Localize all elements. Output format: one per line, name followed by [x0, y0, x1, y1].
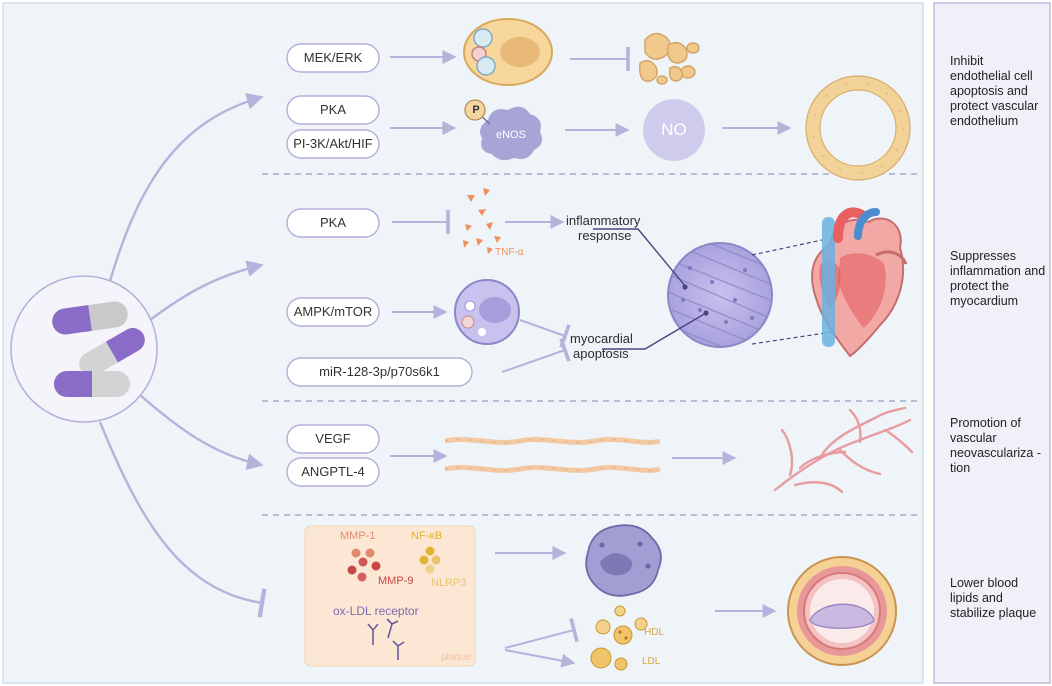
ox-ldl-receptor-label: ox-LDL receptor: [333, 604, 419, 618]
enos-label: eNOS: [496, 129, 526, 141]
macrophage-icon: [585, 524, 662, 597]
pill-pka-2: [286, 208, 380, 238]
tnf-alpha-icon: [463, 188, 501, 254]
pathway-pills: [286, 43, 473, 487]
outcome-panel: [933, 2, 1051, 684]
connector-inflammatory: [593, 228, 687, 288]
plaque-box: [304, 525, 476, 667]
zoom-line-top: [751, 239, 823, 256]
cardiomyocyte-icon: [454, 279, 520, 345]
connector-apoptosis: [602, 312, 707, 350]
nfkb-dots-icon: [419, 546, 441, 574]
tnf-alpha-label: TNF-α: [495, 247, 524, 258]
nlrp3-label: NLRP3: [431, 577, 467, 589]
pathway-pi3k-akt-hif: PI-3K/Akt/HIF: [293, 136, 373, 151]
arrow-to-neovascularization: [139, 394, 264, 471]
response-label: response: [578, 228, 632, 243]
nfkb-label: NF-κB: [411, 530, 443, 542]
ldl-label: LDL: [642, 656, 661, 667]
mmp-dots-icon: [347, 548, 381, 582]
pill-angptl: [286, 457, 380, 487]
pill-ampk: [286, 297, 380, 327]
arrow-to-myocardium: [149, 260, 264, 321]
hdl-particles-icon: [595, 605, 648, 645]
pathway-angptl4: ANGPTL-4: [301, 464, 365, 479]
drug-capsules-icon: [10, 275, 158, 423]
pill-mek-erk: [286, 43, 380, 73]
outcome-myocardium: Suppresses inflammation and protect the …: [950, 249, 1046, 308]
outcome-endothelium: Inhibit endothelial cell apoptosis and p…: [950, 54, 1039, 128]
heart-icon: [811, 207, 908, 358]
outcome-plaque: Lower blood lipids and stabilize plaque: [950, 576, 1037, 620]
pathway-mek-erk: MEK/ERK: [303, 50, 363, 65]
ldl-receptor-icon: [367, 618, 405, 660]
pathway-mir-128: miR-128-3p/p70s6k1: [319, 364, 440, 379]
endothelial-cell-icon: [463, 18, 553, 86]
ldl-particles-icon: [590, 647, 628, 671]
pathway-vegf: VEGF: [315, 431, 351, 446]
artery-cross-section-icon: [787, 556, 897, 666]
inhibit-to-plaque: [98, 421, 267, 618]
pathway-pka-inflammation: PKA: [319, 215, 346, 230]
phospho-label: P: [472, 104, 480, 116]
neovessels-icon: [773, 406, 914, 494]
apoptotic-cell-icon: [639, 32, 700, 85]
pill-pi3k: [286, 129, 380, 159]
capillary-strands-icon: [444, 437, 661, 473]
enos-icon: [464, 99, 542, 161]
pathway-pka: PKA: [319, 102, 346, 117]
no-molecule-icon: [643, 99, 705, 161]
blood-vessel-ring-icon: [805, 75, 911, 181]
mmp9-label: MMP-9: [378, 575, 414, 587]
mmp1-label: MMP-1: [340, 530, 376, 542]
plaque-label: plaque: [441, 652, 472, 663]
outcome-neovascularization: Promotion of vascular neovasculariza -ti…: [950, 416, 1042, 475]
inflammatory-label: inflammatory: [566, 213, 641, 228]
pill-mir: [286, 357, 473, 387]
pill-pka-1: [286, 95, 380, 125]
pill-vegf: [286, 424, 380, 454]
pathway-ampk-mtor: AMPK/mTOR: [293, 304, 373, 319]
hdl-label: HDL: [644, 627, 665, 638]
no-label: NO: [661, 120, 687, 139]
myocardial-label: myocardial: [570, 331, 633, 346]
arrow-to-endothelium: [108, 93, 264, 282]
apoptosis-label: apoptosis: [573, 346, 629, 361]
